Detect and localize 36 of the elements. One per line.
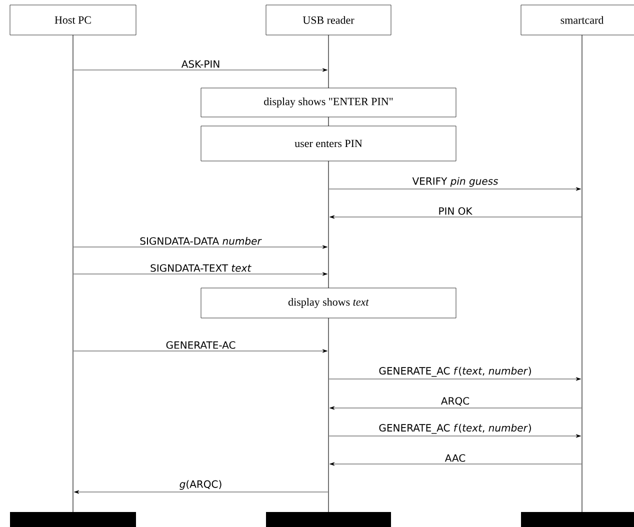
message-label: g(ARQC): [180, 480, 222, 490]
message-label: VERIFY pin guess: [412, 177, 498, 187]
message-arrow: [73, 272, 328, 276]
message-label: AAC: [444, 454, 466, 462]
message-label: GENERATE_AC f(text, number): [379, 366, 531, 377]
participant-box: smartcard: [520, 4, 634, 36]
message-arrow: [74, 490, 328, 494]
lifeline: [328, 318, 329, 512]
lifeline: [328, 117, 329, 126]
lifeline-end-bar: [521, 512, 634, 527]
message-label: GENERATE_AC f(text, number): [379, 424, 531, 434]
lifeline-end-bar: [10, 512, 136, 527]
lifeline: [328, 35, 329, 88]
note-box: display shows "ENTER PIN": [200, 88, 456, 118]
message-arrow: [330, 406, 582, 410]
message-arrow: [328, 187, 581, 191]
message-arrow: [328, 434, 581, 438]
lifeline: [72, 35, 74, 512]
message-label: SIGNDATA-TEXT text: [150, 264, 252, 272]
participant-box: Host PC: [10, 4, 136, 36]
message-label: ASK-PIN: [181, 60, 220, 68]
message-label: SIGNDATA-DATA number: [140, 237, 262, 245]
message-arrow: [73, 349, 328, 353]
message-label: ARQC: [441, 397, 470, 406]
participant-box: USB reader: [266, 4, 392, 36]
note-box: display shows text: [200, 288, 456, 318]
lifeline-end-bar: [266, 512, 391, 527]
message-label: GENERATE-AC: [166, 341, 236, 349]
note-box: user enters PIN: [200, 126, 456, 162]
message-arrow: [330, 215, 582, 219]
message-label: PIN OK: [439, 207, 472, 215]
message-arrow: [330, 462, 582, 466]
message-arrow: [328, 377, 581, 381]
lifeline: [328, 161, 329, 288]
message-arrow: [73, 245, 328, 249]
message-arrow: [73, 68, 328, 72]
